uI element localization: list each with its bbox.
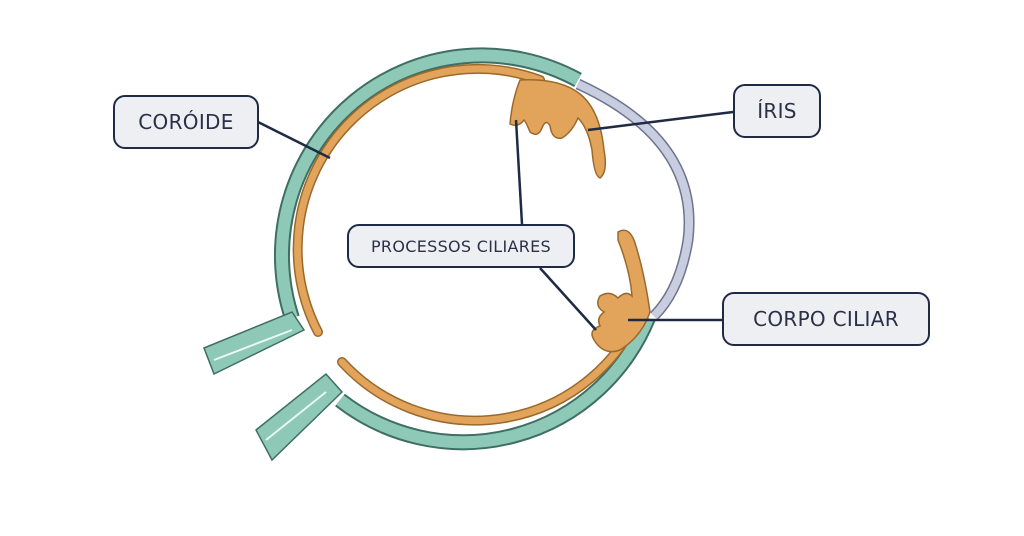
ciliary-body-upper — [509, 79, 607, 179]
leader-iris — [587, 110, 734, 132]
leader-processos-up — [514, 119, 524, 225]
sclera — [203, 47, 656, 462]
optic-nerve-sheath — [203, 311, 344, 462]
choroid — [292, 63, 645, 426]
label-processos-ciliares: PROCESSOS CILIARES — [347, 224, 575, 268]
leader-lines — [257, 110, 734, 331]
leader-coroide — [257, 120, 331, 160]
label-corpo-ciliar: CORPO CILIAR — [722, 292, 930, 346]
label-iris: ÍRIS — [733, 84, 821, 138]
ciliary-body-lower — [591, 229, 651, 353]
label-coroide: CORÓIDE — [113, 95, 259, 149]
leader-processos-down — [539, 267, 597, 331]
